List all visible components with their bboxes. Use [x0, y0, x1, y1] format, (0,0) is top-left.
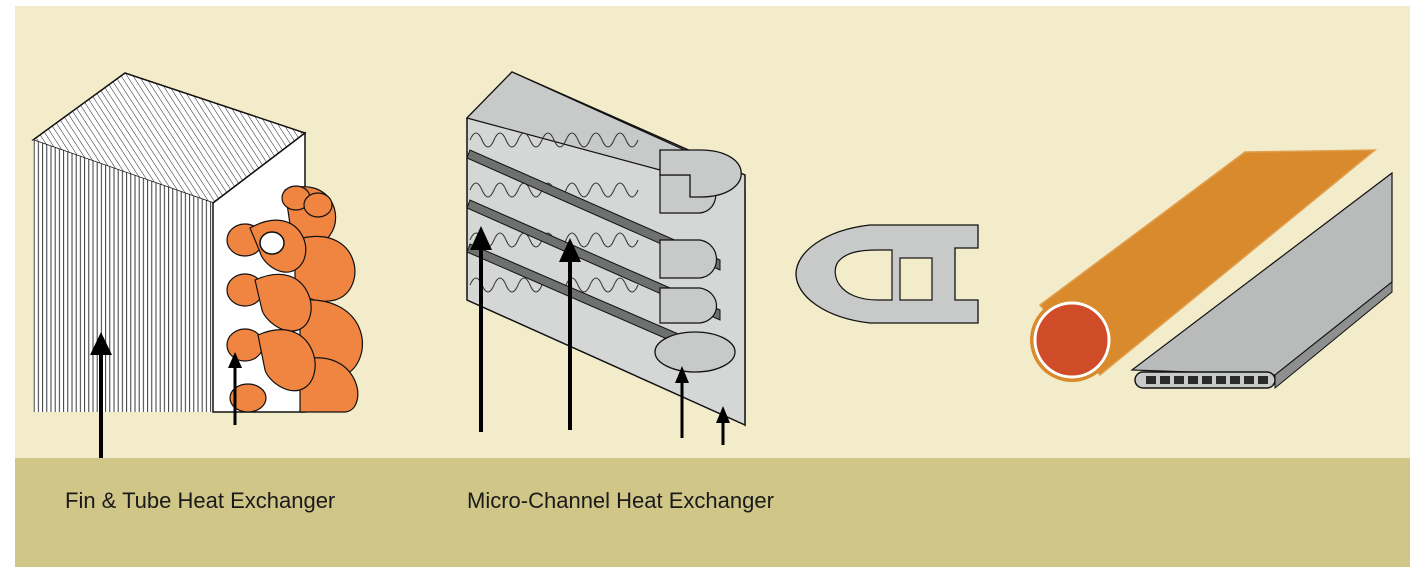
micro-channel-caption: Micro-Channel Heat Exchanger: [467, 488, 774, 514]
header-cross-section-slot: [900, 258, 932, 300]
mc-bottom-header: [655, 332, 735, 372]
micro-channel-heat-exchanger: [467, 72, 745, 445]
open-tube-end: [260, 232, 284, 254]
round-tube-end: [1035, 303, 1109, 377]
fin-tube-heat-exchanger: [33, 73, 362, 458]
flat-tube-channels: [1146, 376, 1268, 384]
fin-tube-caption: Fin & Tube Heat Exchanger: [65, 488, 335, 514]
